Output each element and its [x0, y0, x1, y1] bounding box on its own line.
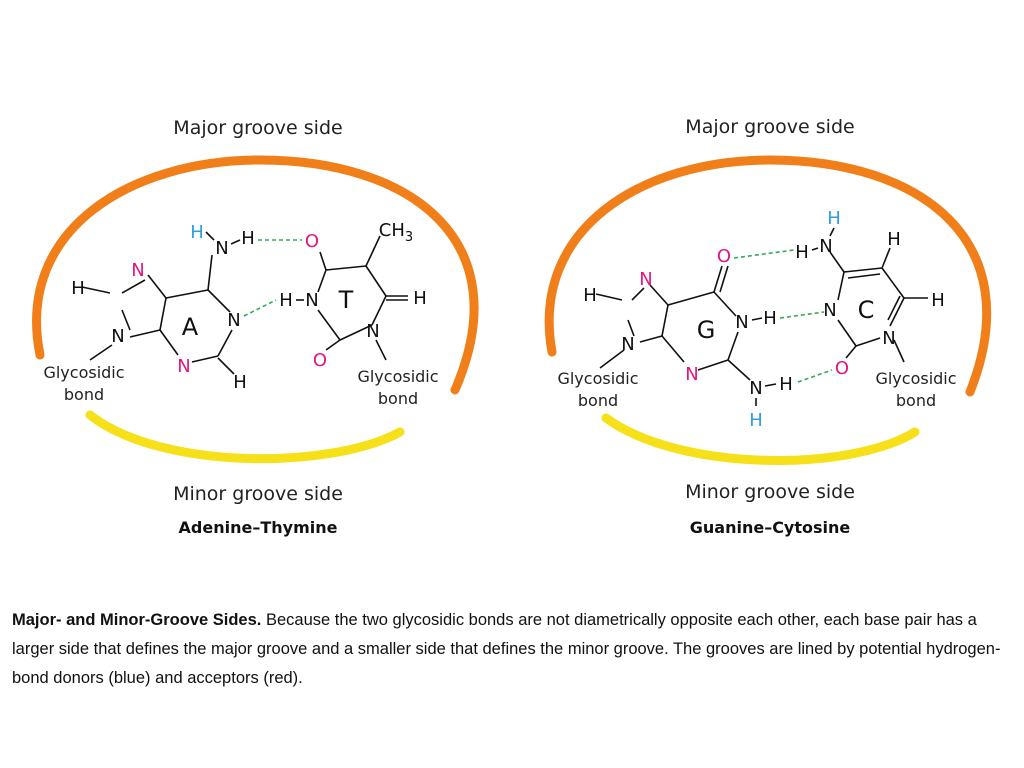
methyl-group: CH3 [379, 220, 413, 245]
major-groove-label: Major groove side [685, 116, 854, 138]
acceptor-atom: N [131, 260, 144, 281]
acceptor-atom: N [177, 356, 190, 377]
donor-atom: H [749, 410, 763, 431]
acceptor-atom: N [639, 269, 652, 290]
acceptor-atom: O [313, 350, 327, 371]
svg-text:N: N [882, 328, 895, 349]
svg-text:N: N [735, 312, 748, 333]
pair-name-label: Adenine–Thymine [179, 518, 338, 537]
adenine-thymine-panel: Major groove side Minor groove side Aden… [32, 117, 479, 537]
svg-text:H: H [779, 374, 793, 395]
cytosine-structure [829, 247, 928, 363]
minor-groove-arc [85, 410, 405, 464]
svg-text:H: H [763, 308, 777, 329]
glycosidic-bond-label: Glycosidic [557, 369, 638, 388]
acceptor-atom: N [685, 364, 698, 385]
caption-body: Because the two glycosidic bonds are not… [12, 611, 1001, 687]
acceptor-atom: O [835, 358, 849, 379]
svg-text:H: H [795, 242, 809, 263]
minor-groove-label: Minor groove side [685, 481, 855, 503]
svg-text:N: N [823, 300, 836, 321]
donor-atom: H [827, 208, 841, 229]
svg-text:N: N [215, 238, 228, 259]
svg-text:bond: bond [378, 389, 418, 408]
svg-text:H: H [413, 288, 427, 309]
svg-text:H: H [233, 372, 247, 393]
base-letter-t: T [338, 286, 354, 314]
thymine-structure [317, 235, 408, 361]
svg-text:N: N [749, 378, 762, 399]
acceptor-atom: O [717, 246, 731, 267]
base-letter-g: G [697, 316, 716, 344]
glycosidic-bond-label: Glycosidic [875, 369, 956, 388]
svg-text:H: H [71, 278, 85, 299]
svg-text:N: N [819, 236, 832, 257]
minor-groove-label: Minor groove side [173, 483, 343, 505]
svg-text:H: H [583, 285, 597, 306]
pair-name-label: Guanine–Cytosine [690, 518, 851, 537]
base-pair-diagram: Major groove side Minor groove side Aden… [32, 116, 992, 537]
major-groove-arc [544, 155, 992, 397]
hydrogen-bond [733, 249, 795, 259]
svg-text:N: N [111, 326, 124, 347]
hydrogen-bond [779, 311, 825, 319]
svg-text:N: N [227, 310, 240, 331]
acceptor-atom: O [305, 231, 319, 252]
hydrogen-bond [243, 299, 277, 317]
donor-atom: H [190, 222, 204, 243]
minor-groove-arc [601, 413, 920, 465]
svg-text:H: H [887, 229, 901, 250]
caption-title: Major- and Minor-Groove Sides. [12, 611, 262, 629]
svg-text:N: N [621, 334, 634, 355]
major-groove-arc [32, 155, 479, 395]
svg-text:bond: bond [896, 391, 936, 410]
glycosidic-bond-label: Glycosidic [43, 363, 124, 382]
svg-text:H: H [241, 228, 255, 249]
hydrogen-bond [797, 369, 833, 383]
svg-text:bond: bond [64, 385, 104, 404]
major-groove-label: Major groove side [173, 117, 342, 139]
base-letter-c: C [858, 296, 875, 324]
figure-caption: Major- and Minor-Groove Sides. Because t… [12, 606, 1012, 693]
svg-text:bond: bond [578, 391, 618, 410]
svg-text:N: N [305, 290, 318, 311]
svg-text:H: H [279, 290, 293, 311]
glycosidic-bond-label: Glycosidic [357, 367, 438, 386]
adenine-structure [81, 254, 235, 375]
guanine-structure [595, 265, 751, 381]
svg-text:H: H [931, 290, 945, 311]
svg-text:N: N [366, 321, 379, 342]
guanine-cytosine-panel: Major groove side Minor groove side Guan… [544, 116, 992, 537]
base-letter-a: A [182, 313, 199, 341]
